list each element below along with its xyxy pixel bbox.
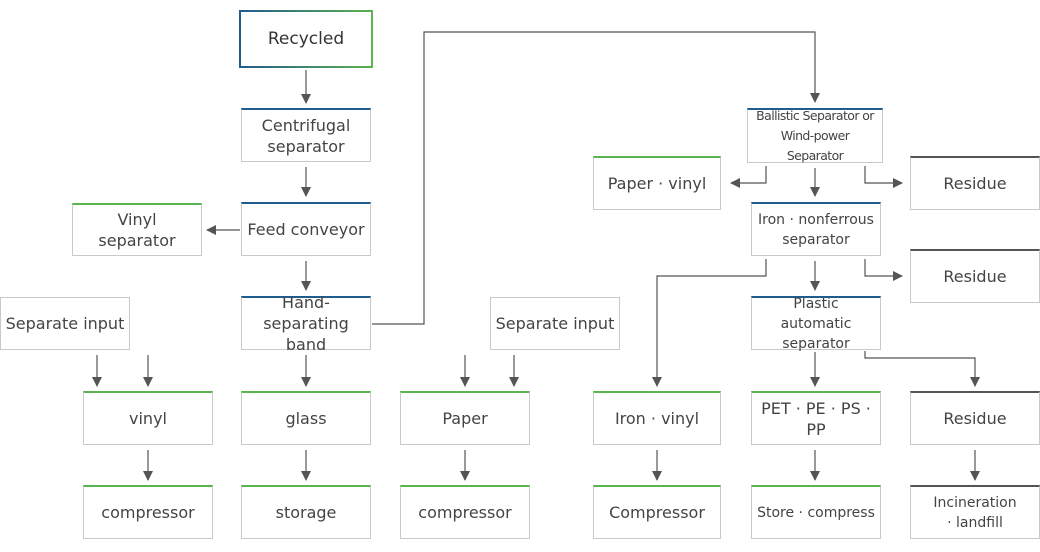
arrow-ballistic-papervinyl	[730, 166, 767, 188]
separate-input-left-label: Separate input	[5, 314, 125, 333]
vinyl-separator-node: Vinyl separator	[72, 203, 202, 256]
iron-vinyl-label: Iron · vinyl	[614, 409, 700, 428]
compressor-vinyl-node: compressor	[83, 485, 213, 539]
plastic-label-line1: Plastic automatic	[780, 295, 852, 332]
compressor-iron-node: Compressor	[593, 485, 721, 539]
compressor-paper-node: compressor	[400, 485, 530, 539]
store-compress-node: Store · compress	[751, 485, 881, 539]
iron-nf-label-line1: Iron · nonferrous	[758, 211, 874, 228]
centrifugal-separator-node: Centrifugal separator	[241, 108, 371, 162]
plastic-label-line2: separator	[782, 335, 850, 352]
iron-nonferrous-separator-node: Iron · nonferrous separator	[751, 202, 881, 256]
separate-input-mid-label: Separate input	[495, 314, 615, 333]
arrow-iron-ironvinyl	[652, 259, 767, 387]
feed-conveyor-node: Feed conveyor	[241, 202, 371, 256]
separate-input-mid-node: Separate input	[490, 297, 620, 350]
ballistic-label-line1: Ballistic Separator or	[756, 108, 874, 123]
paper-vinyl-node: Paper · vinyl	[593, 156, 721, 210]
arrow-ballistic-residue	[864, 166, 903, 188]
compressor-iron-label: Compressor	[609, 503, 705, 522]
storage-node: storage	[241, 485, 371, 539]
store-compress-label: Store · compress	[757, 504, 875, 521]
arrow-hand-ballistic	[372, 31, 820, 325]
hand-separating-band-node: Hand-separating band	[241, 293, 371, 354]
feed-conveyor-label: Feed conveyor	[247, 220, 365, 239]
plastic-automatic-separator-node: Plastic automatic separator	[751, 295, 881, 352]
compressor-vinyl-label: compressor	[101, 503, 195, 522]
recycled-label: Recycled	[267, 28, 345, 49]
glass-node: glass	[241, 391, 371, 445]
ballistic-label-line2: Wind-power Separator	[780, 128, 850, 163]
vinyl-node: vinyl	[83, 391, 213, 445]
incineration-label-line1: Incineration	[933, 494, 1017, 511]
iron-nf-label-line2: separator	[782, 231, 850, 248]
centrifugal-label-line2: separator	[267, 136, 345, 156]
residue-2-label: Residue	[943, 267, 1007, 286]
vinyl-label: vinyl	[129, 409, 167, 428]
arrow-plastic-residue	[864, 351, 980, 387]
recycled-node: Recycled	[239, 10, 373, 68]
arrow-iron-residue	[864, 259, 903, 281]
residue-3-label: Residue	[943, 409, 1007, 428]
residue-1-label: Residue	[943, 174, 1007, 193]
compressor-paper-label: compressor	[418, 503, 512, 522]
glass-label: glass	[285, 409, 327, 428]
storage-label: storage	[275, 503, 337, 522]
paper-label: Paper	[442, 409, 488, 428]
paper-node: Paper	[400, 391, 530, 445]
incineration-landfill-node: Incineration · landfill	[910, 485, 1040, 539]
residue-2-node: Residue	[910, 249, 1040, 303]
pet-pe-ps-pp-node: PET · PE · PS · PP	[751, 391, 881, 445]
vinyl-separator-label: Vinyl separator	[98, 210, 176, 250]
centrifugal-label-line1: Centrifugal	[261, 115, 351, 135]
pet-label: PET · PE · PS · PP	[761, 398, 871, 439]
residue-1-node: Residue	[910, 156, 1040, 210]
incineration-label-line2: · landfill	[947, 514, 1003, 531]
iron-vinyl-node: Iron · vinyl	[593, 391, 721, 445]
hand-label-line2: band	[285, 335, 327, 354]
separate-input-left-node: Separate input	[0, 297, 130, 350]
paper-vinyl-label: Paper · vinyl	[607, 174, 707, 193]
hand-label-line1: Hand-separating	[263, 293, 349, 333]
ballistic-separator-node: Ballistic Separator or Wind-power Separa…	[747, 108, 883, 163]
residue-3-node: Residue	[910, 391, 1040, 445]
